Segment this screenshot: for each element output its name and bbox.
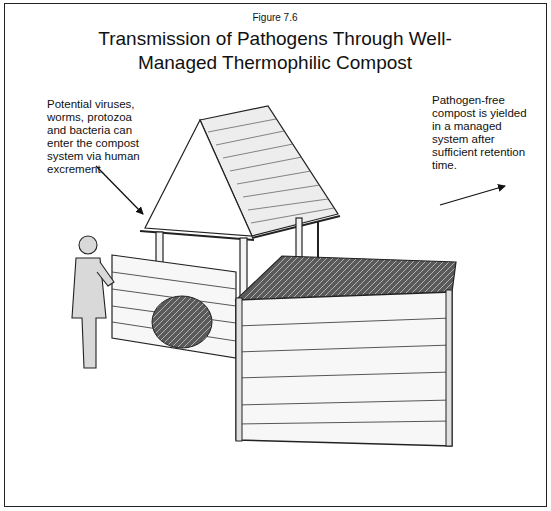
post (446, 290, 452, 446)
person-figure (72, 236, 114, 368)
bin-boards (236, 318, 452, 424)
shingle-row (216, 131, 284, 145)
compost-pile (152, 296, 212, 348)
shingle-row (248, 199, 328, 210)
board-line (112, 272, 236, 289)
shingle-row (243, 185, 320, 197)
person-head (79, 236, 97, 254)
post (236, 298, 242, 441)
leader-arrow (440, 186, 505, 205)
board-line (236, 421, 452, 424)
figure-border (5, 4, 547, 507)
board-line (236, 400, 452, 405)
roof-gable (145, 120, 252, 236)
board-line (236, 318, 452, 326)
callout-note: Potential viruses, worms, protozoa and b… (47, 98, 151, 176)
board-line (236, 345, 452, 352)
shingle-row (208, 119, 276, 132)
post (240, 238, 247, 298)
figure-title: Transmission of Pathogens Through Well-M… (95, 27, 455, 75)
left-bin-front (112, 255, 236, 358)
callout-note: Pathogen-free compost is yielded in a ma… (432, 94, 532, 172)
shingle-row (223, 144, 293, 158)
person-arm (97, 262, 114, 286)
figure-number: Figure 7.6 (175, 12, 375, 24)
board-line (236, 372, 452, 378)
downspout (317, 222, 319, 262)
shingle-row (237, 171, 311, 184)
right-bin-front (236, 292, 452, 446)
shingle-row (230, 157, 302, 171)
